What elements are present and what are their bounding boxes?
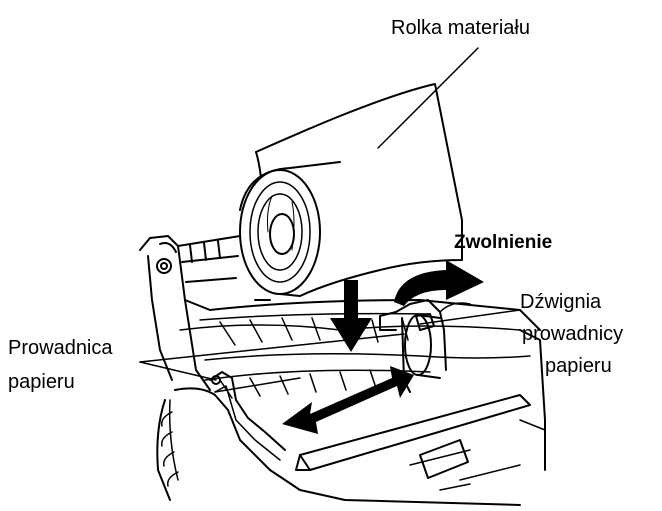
left-paper-guide [209, 371, 286, 461]
leader-lines [139, 47, 521, 381]
lever-label-line3: papieru [545, 355, 612, 377]
guide-leader-line-2 [139, 333, 405, 363]
lever-leader-line [419, 309, 521, 325]
release-label: Zwolnienie [454, 232, 553, 253]
platen-roller [404, 314, 441, 379]
printer-base [156, 329, 546, 506]
roll-label: Rolka materiału [391, 17, 530, 39]
down-arrow-icon [330, 280, 372, 352]
media-roll [239, 83, 463, 297]
double-headed-arrow-icon [282, 366, 414, 434]
curved-arrow-icon [394, 260, 484, 306]
roll-leader-line [377, 47, 479, 149]
guide-label-line2: papieru [8, 371, 75, 393]
lever-label-line2: prowadnicy [522, 323, 624, 345]
lever-label-line1: Dźwignia [520, 291, 602, 313]
guide-leader-line-1 [139, 361, 217, 381]
guide-label-line1: Prowadnica [8, 337, 113, 359]
